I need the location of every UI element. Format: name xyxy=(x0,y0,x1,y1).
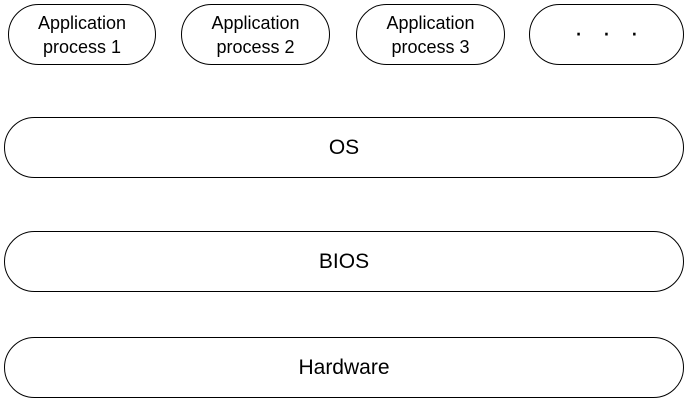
application-process-1-label: Application process 1 xyxy=(9,11,155,59)
bios-layer-box: BIOS xyxy=(4,231,684,292)
os-layer-label: OS xyxy=(328,135,360,159)
more-processes-box: · · · xyxy=(529,4,684,65)
application-process-1-line1: Application xyxy=(37,12,127,33)
application-process-1-line2: process 1 xyxy=(42,36,122,57)
hardware-layer-label: Hardware xyxy=(298,355,390,379)
application-process-2-label: Application process 2 xyxy=(182,11,329,59)
application-process-3-box: Application process 3 xyxy=(356,4,505,65)
ellipsis-label: · · · xyxy=(574,16,645,47)
application-process-3-line1: Application xyxy=(386,12,475,33)
application-process-1-box: Application process 1 xyxy=(8,4,156,65)
application-process-3-line2: process 3 xyxy=(391,36,470,57)
os-layer-box: OS xyxy=(4,117,684,178)
application-process-3-label: Application process 3 xyxy=(357,11,504,59)
hardware-layer-box: Hardware xyxy=(4,337,684,398)
application-process-2-line2: process 2 xyxy=(216,36,295,57)
application-process-2-line1: Application xyxy=(211,12,300,33)
bios-layer-label: BIOS xyxy=(318,249,370,273)
application-process-2-box: Application process 2 xyxy=(181,4,330,65)
